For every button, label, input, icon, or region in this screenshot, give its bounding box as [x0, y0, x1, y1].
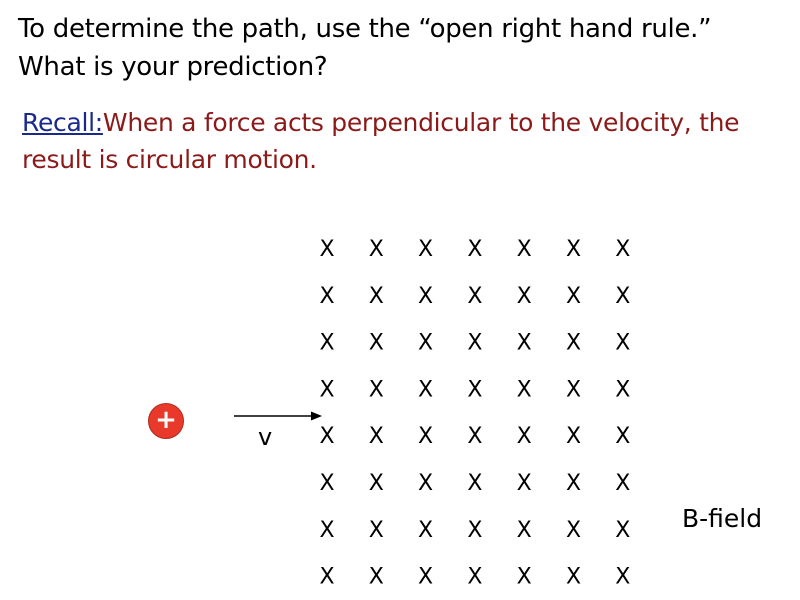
field-x-mark: X [467, 377, 482, 402]
field-x-mark: X [418, 377, 433, 402]
field-x-mark: X [615, 424, 630, 449]
field-x-mark: X [517, 424, 532, 449]
field-x-mark: X [517, 471, 532, 496]
recall-text: When a force acts perpendicular to the v… [22, 108, 740, 174]
field-x-mark: X [418, 518, 433, 543]
field-x-mark: X [319, 518, 334, 543]
title-line-1: To determine the path, use the “open rig… [18, 14, 712, 44]
field-x-mark: X [467, 471, 482, 496]
field-x-mark: X [467, 237, 482, 262]
field-x-mark: X [467, 284, 482, 309]
field-x-mark: X [319, 331, 334, 356]
positive-charge: + [148, 403, 184, 439]
field-x-mark: X [369, 565, 384, 590]
field-x-mark: X [517, 331, 532, 356]
field-x-mark: X [319, 471, 334, 496]
velocity-label: v [258, 423, 273, 451]
field-x-mark: X [467, 331, 482, 356]
field-x-mark: X [319, 565, 334, 590]
field-x-mark: X [369, 471, 384, 496]
field-x-mark: X [467, 518, 482, 543]
field-x-mark: X [517, 377, 532, 402]
field-x-mark: X [418, 565, 433, 590]
field-x-mark: X [566, 377, 581, 402]
field-x-mark: X [615, 518, 630, 543]
field-x-mark: X [566, 331, 581, 356]
field-x-mark: X [319, 424, 334, 449]
field-x-mark: X [418, 331, 433, 356]
field-x-mark: X [418, 237, 433, 262]
field-x-mark: X [517, 237, 532, 262]
field-x-mark: X [517, 518, 532, 543]
field-x-mark: X [418, 424, 433, 449]
field-x-mark: X [319, 237, 334, 262]
field-x-mark: X [566, 518, 581, 543]
field-x-mark: X [319, 284, 334, 309]
field-x-mark: X [369, 284, 384, 309]
field-x-mark: X [467, 565, 482, 590]
field-x-mark: X [418, 284, 433, 309]
recall-statement: Recall:When a force acts perpendicular t… [22, 104, 792, 178]
field-x-mark: X [418, 471, 433, 496]
field-x-mark: X [319, 377, 334, 402]
field-x-mark: X [369, 377, 384, 402]
field-x-mark: X [369, 518, 384, 543]
field-x-mark: X [615, 565, 630, 590]
field-x-mark: X [369, 331, 384, 356]
field-x-mark: X [566, 424, 581, 449]
field-x-mark: X [566, 565, 581, 590]
recall-label: Recall: [22, 108, 103, 137]
field-x-mark: X [369, 424, 384, 449]
field-x-mark: X [467, 424, 482, 449]
velocity-arrow [234, 411, 322, 421]
field-x-mark: X [615, 471, 630, 496]
field-x-mark: X [566, 284, 581, 309]
field-x-mark: X [369, 237, 384, 262]
field-x-mark: X [615, 331, 630, 356]
title-line-2: What is your prediction? [18, 52, 328, 82]
field-x-mark: X [615, 237, 630, 262]
field-x-mark: X [517, 565, 532, 590]
field-x-mark: X [566, 237, 581, 262]
field-x-mark: X [566, 471, 581, 496]
b-field-label: B-field [682, 504, 763, 533]
field-x-mark: X [615, 377, 630, 402]
field-x-mark: X [517, 284, 532, 309]
field-x-mark: X [615, 284, 630, 309]
